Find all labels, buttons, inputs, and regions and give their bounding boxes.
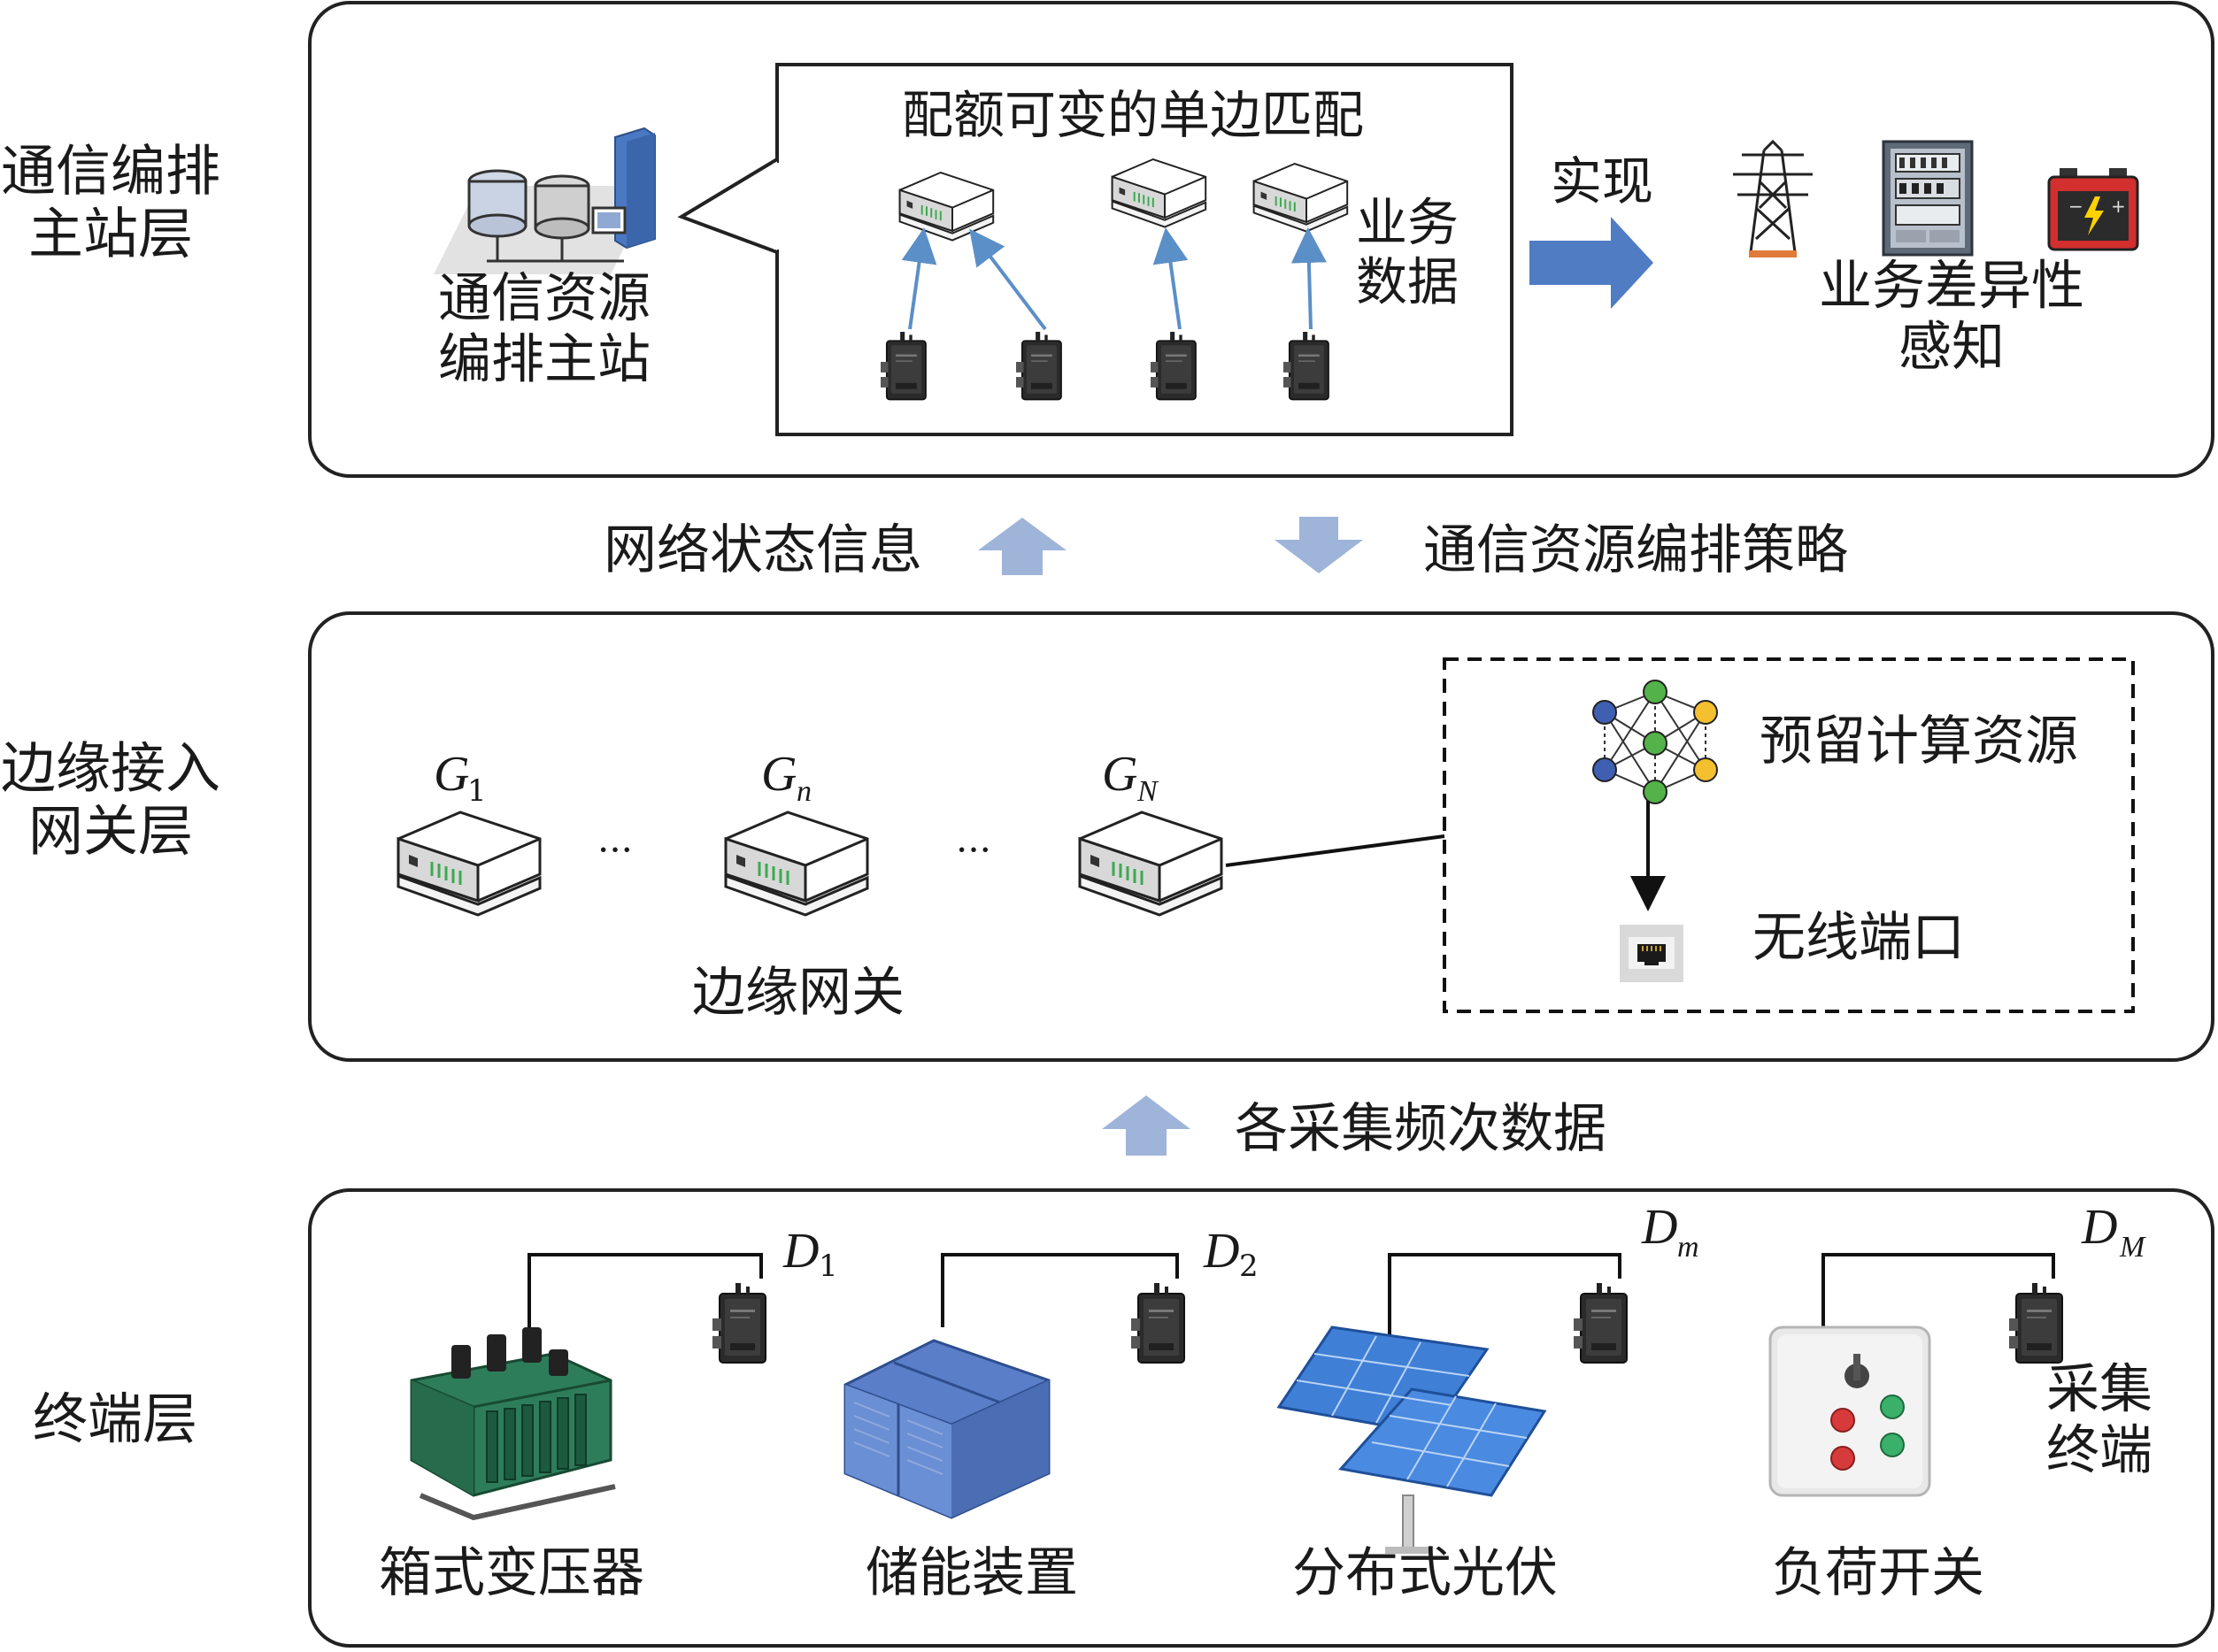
bubble-pointer [677,158,779,254]
bubble-title: 配额可变的单边匹配 [902,85,1364,145]
energy-storage-label: 储能装置 [866,1542,1078,1604]
battery-icon: − + [2047,168,2139,251]
collector-terminal-label: 采集终端 [2046,1359,2153,1482]
svg-text:终端层: 终端层 [33,1387,197,1451]
collector-d1 [712,1282,766,1364]
gateway-link [1225,834,1445,867]
dm-label: D m [1641,1200,1699,1264]
wireless-port-icon [1620,925,1683,982]
solar-pv-label: 分布式光伏 [1292,1542,1558,1604]
gateway-panel [308,611,2214,1062]
realize-label: 实现 [1551,151,1653,211]
bubble-collector-3 [1150,331,1197,401]
svg-text:1: 1 [467,773,487,809]
business-data-label: 业务数据 [1356,193,1459,312]
gateway-gn: G n [724,747,869,917]
svg-text:D: D [1641,1200,1677,1255]
load-switch-label: 负荷开关 [1772,1542,1984,1604]
svg-text:边缘接入网关层: 边缘接入网关层 [1,735,220,863]
bubble-collector-1 [880,331,927,401]
power-tower-icon [1733,139,1813,257]
load-switch-icon [1768,1325,1931,1497]
realize-arrow [1529,217,1653,309]
svg-text:D: D [782,1224,819,1279]
collector-d2 [1130,1282,1185,1364]
collector-dM [2008,1282,2063,1364]
svg-text:M: M [2119,1231,2146,1264]
svg-text:2: 2 [1239,1249,1259,1284]
collect-up-arrow [1102,1095,1190,1156]
svg-text:N: N [1136,775,1159,808]
network-state-label: 网络状态信息 [604,519,922,581]
dM-label: D M [2081,1200,2146,1264]
layer-label-middle: 边缘接入网关层 [1,735,220,863]
svg-text:−: − [2068,196,2083,217]
svg-text:G: G [1102,747,1137,802]
layer-label-top: 通信编排主站层 [1,138,220,265]
gateway-ellipsis-2: ··· [956,828,991,872]
bubble-collector-2 [1015,331,1062,401]
d1-label: D 1 [782,1224,838,1284]
distribution-cabinet-icon [1882,140,1974,257]
terminal-links [528,1253,2055,1345]
perception-label: 业务差异性感知 [1819,256,2084,379]
svg-text:G: G [434,747,469,802]
box-transformer-label: 箱式变压器 [379,1542,644,1604]
gateway-gN: G N [1078,747,1223,917]
bubble-collector-4 [1282,331,1329,401]
terminal-panel [308,1188,2214,1648]
svg-text:D: D [2081,1200,2117,1255]
gateway-g1: G 1 [397,747,542,917]
d2-label: D 2 [1203,1224,1259,1284]
svg-text:m: m [1677,1231,1699,1264]
edge-gateway-label: 边缘网关 [692,962,905,1024]
down-arrow [1275,517,1363,573]
svg-text:G: G [761,747,797,802]
collect-label: 各采集频次数据 [1235,1098,1606,1160]
reserved-compute-label: 预留计算资源 [1760,711,2078,772]
energy-storage-icon [843,1339,1051,1519]
orchestration-strategy-label: 通信资源编排策略 [1423,519,1848,581]
solar-pv-icon [1276,1325,1547,1554]
wireless-port-label: 无线端口 [1752,907,1965,969]
box-transformer-icon [410,1327,616,1521]
collector-dm [1573,1282,1628,1364]
svg-text:1: 1 [819,1249,838,1284]
master-server-icon [434,127,656,274]
svg-text:+: + [2111,196,2126,217]
layer-label-bottom: 终端层 [33,1387,197,1451]
svg-text:通信编排主站层: 通信编排主站层 [1,138,220,265]
svg-text:D: D [1203,1224,1239,1279]
up-arrow [978,518,1067,575]
svg-text:n: n [797,775,812,808]
master-station-label: 通信资源编排主站 [438,268,651,391]
resource-box [1443,657,2135,1013]
matching-arrows [901,227,1327,331]
gateway-ellipsis-1: ··· [597,828,633,872]
neural-network-icon [1592,680,1718,804]
